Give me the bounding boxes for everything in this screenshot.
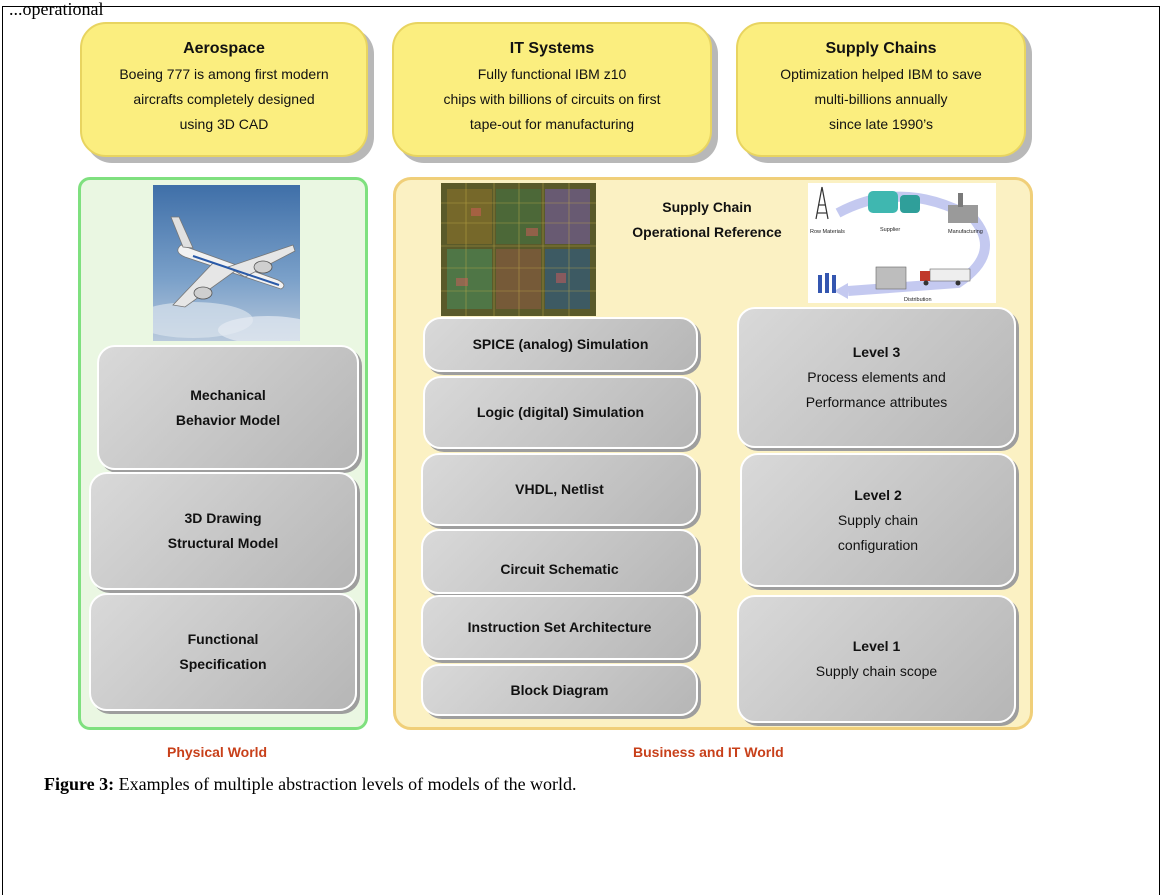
- box-line: Behavior Model: [175, 411, 281, 428]
- it-stack-label: Logic (digital) Simulation: [476, 404, 645, 420]
- header-title: Aerospace: [183, 40, 265, 57]
- level-line: configuration: [837, 536, 919, 553]
- level-title: Level 1: [852, 638, 901, 654]
- header-line: Fully functional IBM z10: [477, 66, 627, 82]
- box-line: Functional: [187, 631, 259, 647]
- level-line: Process elements and: [807, 369, 946, 385]
- it-stack-label: SPICE (analog) Simulation: [472, 336, 649, 352]
- header-aerospace: Aerospace Boeing 777 is among first mode…: [80, 22, 368, 157]
- box-line: Specification: [179, 656, 267, 672]
- header-title: Supply Chains: [825, 40, 937, 57]
- business-it-world-label: Business and IT World: [633, 744, 784, 760]
- box-line: Structural Model: [167, 535, 279, 551]
- scor-title: Supply Chain Operational Reference: [612, 195, 802, 245]
- it-stack-label: Instruction Set Architecture: [467, 619, 652, 635]
- it-stack-item: Block Diagram: [421, 664, 698, 716]
- header-it-systems: IT Systems Fully functional IBM z10 chip…: [392, 22, 712, 157]
- it-stack-item: Circuit Schematic: [421, 529, 698, 594]
- box-line: Mechanical: [190, 386, 266, 403]
- header-line: Boeing 777 is among first modern: [119, 66, 329, 82]
- 3d-drawing-structural-model-box: 3D Drawing Structural Model: [89, 472, 357, 590]
- label-supplier: Supplier: [880, 227, 900, 233]
- label-manufacturing: Manufacturing: [948, 229, 983, 235]
- supply-chain-diagram: Row Materials Supplier Manufacturing Dis…: [808, 183, 996, 303]
- level-title: Level 3: [852, 344, 901, 360]
- header-title: IT Systems: [509, 40, 595, 57]
- caption-prefix: Figure 3:: [44, 774, 115, 794]
- header-line: tape-out for manufacturing: [469, 116, 635, 132]
- it-stack-label: Circuit Schematic: [500, 561, 619, 577]
- scor-title-line: Operational Reference: [632, 224, 782, 240]
- header-line: multi-billions annually: [814, 91, 948, 107]
- label-distribution: Distribution: [904, 297, 932, 303]
- scor-title-line: Supply Chain: [662, 199, 752, 215]
- header-line: aircrafts completely designed: [133, 91, 315, 107]
- it-stack-item: Logic (digital) Simulation: [423, 376, 698, 449]
- header-line: Optimization helped IBM to save: [780, 66, 982, 82]
- physical-world-label: Physical World: [167, 744, 268, 760]
- top-text-snippet: ...operational: [9, 0, 104, 19]
- caption-text: Examples of multiple abstraction levels …: [114, 774, 577, 794]
- scor-level-2-box: Level 2 Supply chain configuration: [740, 453, 1016, 587]
- it-stack-item: Instruction Set Architecture: [421, 595, 698, 660]
- it-stack-item: SPICE (analog) Simulation: [423, 317, 698, 372]
- scor-level-1-box: Level 1 Supply chain scope: [737, 595, 1016, 723]
- it-stack-label: Block Diagram: [510, 681, 609, 698]
- scor-level-3-box: Level 3 Process elements and Performance…: [737, 307, 1016, 448]
- figure-caption: Figure 3: Examples of multiple abstracti…: [44, 774, 577, 795]
- functional-specification-box: Functional Specification: [89, 593, 357, 711]
- header-line: since late 1990’s: [828, 116, 934, 132]
- airplane-image: [153, 185, 300, 341]
- level-line: Supply chain scope: [815, 663, 938, 679]
- it-stack-item: VHDL, Netlist: [421, 453, 698, 526]
- header-line: chips with billions of circuits on first: [443, 91, 661, 107]
- header-supply-chains: Supply Chains Optimization helped IBM to…: [736, 22, 1026, 157]
- level-title: Level 2: [854, 486, 902, 503]
- it-stack-label: VHDL, Netlist: [515, 481, 604, 497]
- mechanical-behavior-model-box: Mechanical Behavior Model: [97, 345, 359, 470]
- box-line: 3D Drawing: [184, 510, 262, 526]
- header-line: using 3D CAD: [179, 116, 269, 132]
- chip-die-image: [441, 183, 596, 316]
- level-line: Supply chain: [837, 511, 919, 528]
- level-line: Performance attributes: [805, 394, 948, 410]
- label-row-materials: Row Materials: [810, 229, 845, 235]
